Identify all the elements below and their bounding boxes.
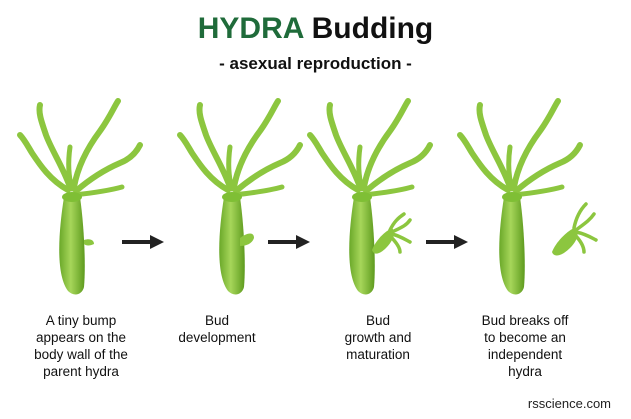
caption-line: Bud breaks off [481,313,569,328]
stage-2-hydra [180,101,300,294]
stage-3-caption: Bud growth and maturation [303,312,453,363]
stage-3-hydra [310,101,430,294]
stage-2-bud [240,233,254,246]
watermark: rsscience.com [527,396,611,411]
caption-line: A tiny bump [45,313,117,328]
caption-line: Bud [204,313,230,328]
stage-1-bud [84,239,94,246]
stage-4-caption: Bud breaks off to become an independent … [450,312,600,380]
stage-2-caption: Bud development [142,312,292,346]
stage-4-hydra [460,101,598,294]
stage-1-hydra [20,101,140,294]
stage-4-detached-bud [552,202,598,256]
caption-line: to become an [484,330,566,345]
caption-line: Bud [365,313,391,328]
page-subtitle: - asexual reproduction - [219,54,412,73]
caption-line: appears on the [35,330,127,345]
stage-3-bud [372,212,412,254]
caption-line: body wall of the [34,347,128,362]
arrow-3 [426,235,468,249]
page-title: HYDRA Budding [0,12,631,46]
caption-line: maturation [346,347,410,362]
caption-line: hydra [508,364,542,379]
caption-line: growth and [344,330,412,345]
title-accent: HYDRA [197,12,304,45]
arrow-1 [122,235,164,249]
title-rest: Budding [303,12,434,45]
caption-line: development [178,330,256,345]
stage-1-caption: A tiny bump appears on the body wall of … [6,312,156,380]
caption-line: independent [487,347,563,362]
arrow-2 [268,235,310,249]
caption-line: parent hydra [43,364,119,379]
